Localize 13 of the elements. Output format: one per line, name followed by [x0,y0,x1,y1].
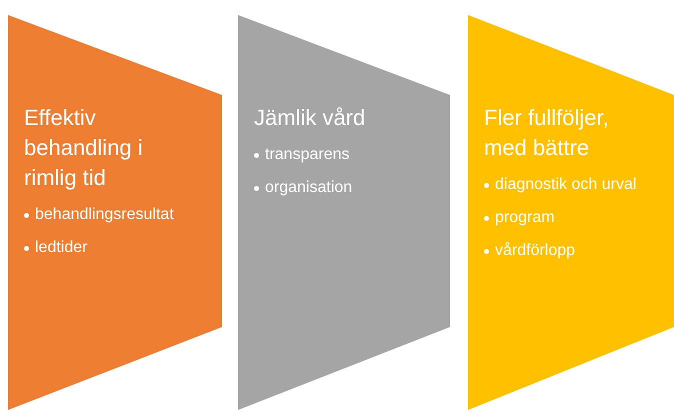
panel-heading: Jämlik vård [254,104,366,132]
trapezoid-panel [238,15,450,410]
bullet-item: organisation [265,178,352,198]
bullet-item: diagnostik och urval [495,175,636,195]
panel-heading: Effektiv behandling i rimlig tid [24,104,144,192]
bullet-item: behandlingsresultat [35,205,174,225]
bullet-item: vårdförlopp [495,241,576,261]
bullet-item: transparens [265,145,350,165]
trapezoid-panel [8,15,222,410]
trapezoid-panel [468,15,674,410]
panel-heading: Fler fullföljer, med bättre [484,104,610,162]
bullet-item: ledtider [35,238,88,258]
bullet-item: program [495,208,555,228]
